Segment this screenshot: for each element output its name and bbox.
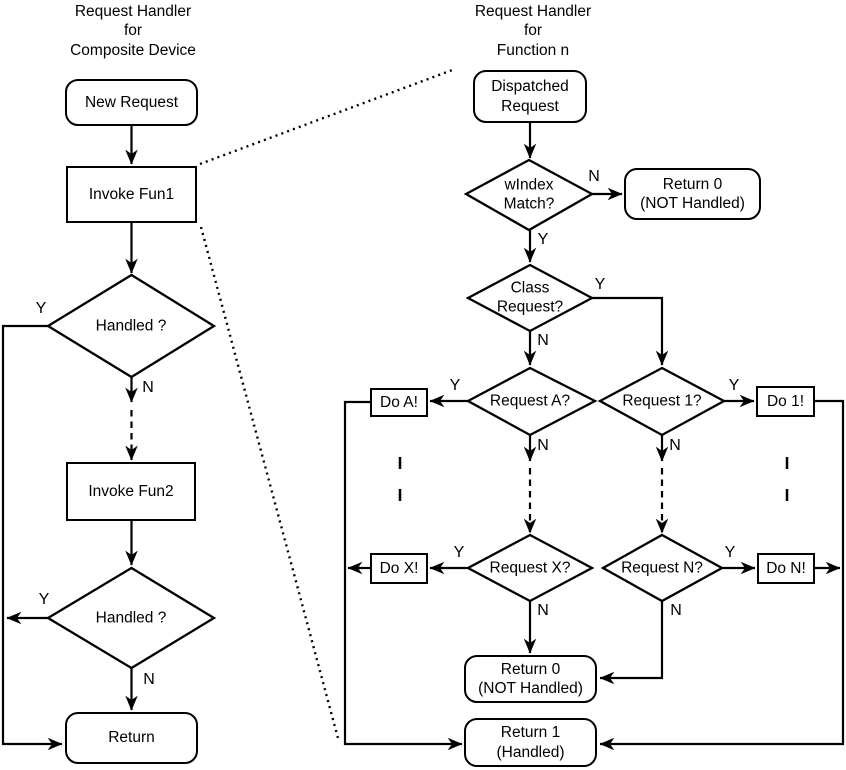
zoom-callout-dotted-lines — [199, 67, 456, 743]
request-x-yes-label: Y — [453, 544, 465, 561]
left-chart-connectors — [1, 126, 138, 751]
class-request-label: Class Request? — [496, 279, 564, 316]
do-1-node: Do 1! — [756, 386, 815, 417]
edge-handled1-yes-rail-return — [1, 324, 63, 751]
handled2-yes-label: Y — [38, 591, 50, 608]
request-1-label: Request 1? — [622, 392, 702, 410]
left-chart-title: Request Handler for Composite Device — [70, 2, 196, 59]
invoke-fun2-node: Invoke Fun2 — [66, 462, 196, 521]
handled2-diamond — [45, 566, 217, 670]
new-request-node: New Request — [65, 79, 198, 126]
edge-class-yes-request1 — [592, 296, 669, 366]
windex-match-diamond — [463, 158, 595, 232]
request-1-diamond — [597, 366, 727, 437]
handled1-no-label: N — [142, 379, 154, 396]
edge-do1-rail-return1 — [599, 399, 845, 751]
dotted-line-bottom — [199, 226, 341, 743]
handled1-label: Handled ? — [95, 317, 167, 335]
handled1-yes-label: Y — [35, 300, 47, 317]
edge-requestn-no-return0 — [599, 601, 664, 685]
request-a-no-label: N — [537, 437, 549, 454]
request-a-diamond — [465, 366, 598, 437]
request-x-no-label: N — [537, 602, 549, 619]
invoke-fun1-node: Invoke Fun1 — [66, 166, 197, 223]
request-n-diamond — [600, 533, 725, 603]
request-n-no-label: N — [670, 602, 682, 619]
request-x-label: Request X? — [489, 559, 571, 577]
dotted-line-top — [199, 67, 456, 166]
handled2-label: Handled ? — [95, 609, 167, 627]
decision-diamonds — [45, 158, 727, 670]
dispatched-request-node: Dispatched Request — [473, 70, 587, 123]
windex-match-label: wIndex Match? — [503, 176, 555, 213]
do-n-node: Do N! — [757, 553, 815, 584]
request-a-yes-label: Y — [449, 377, 461, 394]
request-1-no-label: N — [669, 437, 681, 454]
class-request-diamond — [465, 263, 595, 333]
do-a-node: Do A! — [370, 388, 428, 417]
edge-doa-rail-return1 — [343, 400, 463, 751]
return-node: Return — [65, 712, 198, 764]
return-1-node: Return 1 (Handled) — [464, 718, 597, 767]
ellipsis-marks — [398, 457, 789, 501]
do-x-node: Do X! — [370, 553, 428, 584]
windex-yes-label: Y — [537, 231, 549, 248]
handled1-diamond — [45, 273, 217, 379]
class-yes-label: Y — [594, 276, 606, 293]
right-chart-title: Request Handler for Function n — [474, 2, 592, 59]
class-no-label: N — [537, 332, 549, 349]
right-chart-connectors — [343, 123, 845, 751]
request-n-yes-label: Y — [724, 544, 736, 561]
request-n-label: Request N? — [621, 559, 703, 577]
request-x-diamond — [465, 533, 595, 603]
handled2-no-label: N — [143, 671, 155, 688]
windex-no-label: N — [588, 168, 600, 185]
request-1-yes-label: Y — [728, 377, 740, 394]
request-a-label: Request A? — [489, 392, 571, 410]
return-0-top-node: Return 0 (NOT Handled) — [624, 168, 761, 220]
return-0-bottom-node: Return 0 (NOT Handled) — [464, 655, 597, 703]
